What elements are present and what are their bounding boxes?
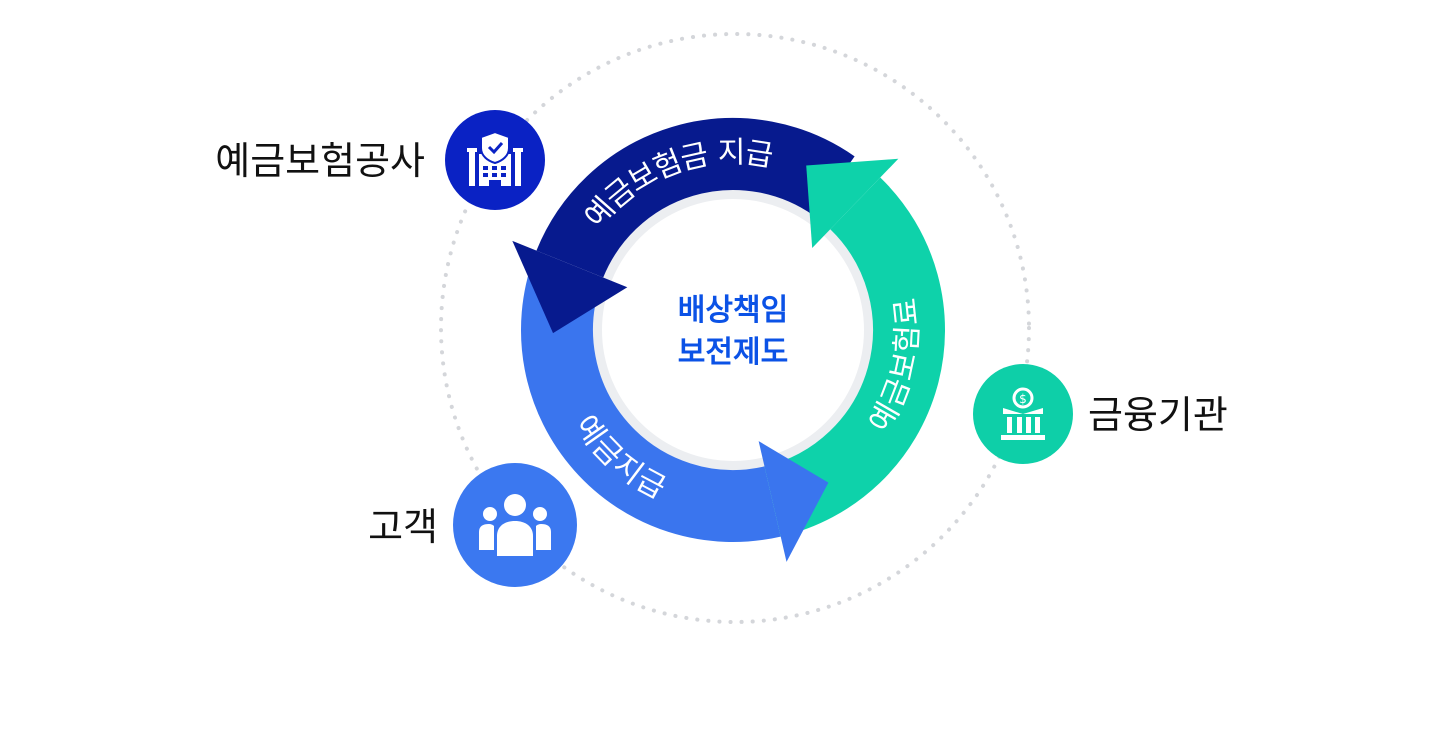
bank-money-icon: $ xyxy=(1001,387,1045,440)
node-customer xyxy=(453,463,577,587)
arrow-navy-body xyxy=(536,118,855,279)
node-institution: $ xyxy=(973,364,1073,464)
center-title-line2: 보전제도 xyxy=(677,335,789,370)
shield-building-icon xyxy=(467,130,523,186)
arrow-navy-head xyxy=(512,240,628,334)
center-circle xyxy=(592,189,874,471)
people-group-icon xyxy=(479,494,551,556)
center-title-line1: 배상책임 xyxy=(677,293,789,328)
arrow-blue-head xyxy=(758,441,829,562)
arrow-green-head xyxy=(806,158,899,248)
center-title: 배상책임 보전제도 xyxy=(633,290,833,374)
svg-text:$: $ xyxy=(1019,392,1027,406)
node-label-customer: 고객 xyxy=(368,505,438,549)
node-insurer xyxy=(445,110,545,210)
node-label-insurer: 예금보험공사 xyxy=(215,139,425,183)
outer-dotted-ring xyxy=(439,32,1031,624)
node-label-institution: 금융기관 xyxy=(1088,393,1228,437)
